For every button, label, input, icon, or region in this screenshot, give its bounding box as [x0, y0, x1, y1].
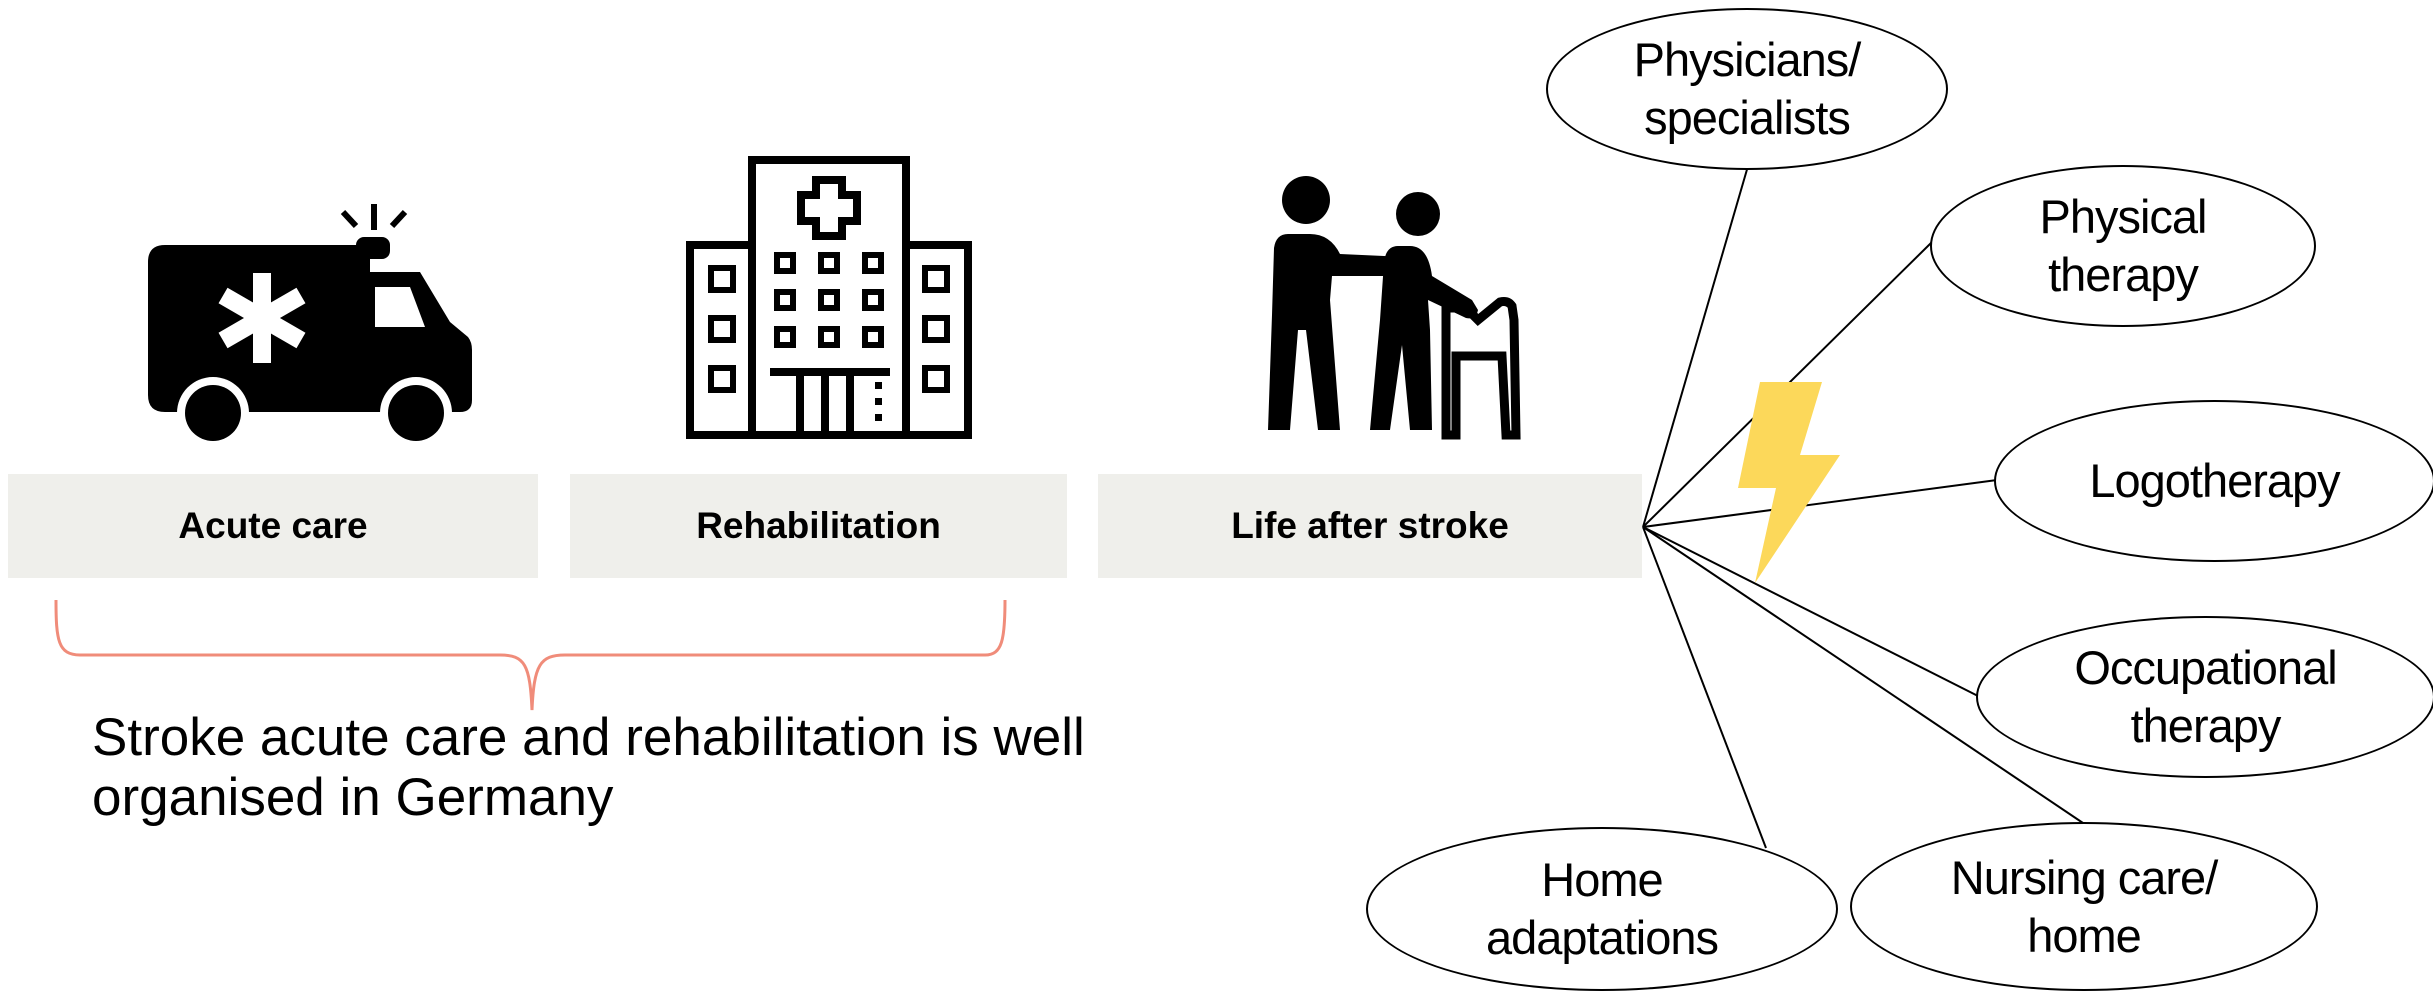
connector-lines: [1642, 165, 2084, 849]
connector-nursing-care: [1642, 526, 2084, 824]
connector-occupational-therapy: [1642, 526, 1979, 697]
connector-physicians: [1642, 165, 1749, 528]
connector-logotherapy: [1642, 479, 1998, 528]
service-occupational-therapy: Occupational therapy: [1976, 616, 2433, 778]
service-physicians-label: Physicians/ specialists: [1633, 33, 1862, 144]
stage-life-after-stroke: Life after stroke: [1098, 474, 1642, 578]
hospital-icon: [686, 156, 972, 439]
service-home-adaptations-label: Home adaptations: [1485, 853, 1719, 964]
curly-brace: [54, 599, 1007, 711]
service-logotherapy-label: Logotherapy: [2089, 454, 2340, 507]
service-home-adaptations: Home adaptations: [1366, 827, 1838, 991]
service-occupational-therapy-label: Occupational therapy: [2074, 641, 2337, 752]
walker-assistance-icon: [1268, 176, 1521, 440]
service-physical-therapy-label: Physical therapy: [2039, 190, 2207, 301]
stage-life-after-stroke-label: Life after stroke: [1231, 505, 1509, 546]
stage-rehabilitation: Rehabilitation: [570, 474, 1067, 578]
lightning-icon: [1738, 382, 1840, 583]
stage-acute-care-label: Acute care: [178, 505, 368, 546]
stage-acute-care: Acute care: [8, 474, 538, 578]
service-physical-therapy: Physical therapy: [1930, 165, 2316, 327]
connector-home-adaptations: [1642, 526, 1767, 849]
service-logotherapy: Logotherapy: [1994, 400, 2433, 562]
service-nursing-care-label: Nursing care/ home: [1950, 850, 2218, 962]
service-nursing-care: Nursing care/ home: [1850, 822, 2318, 991]
service-physicians: Physicians/ specialists: [1546, 8, 1948, 170]
ambulance-icon: [148, 204, 472, 449]
stage-rehabilitation-label: Rehabilitation: [696, 505, 941, 546]
summary-text: Stroke acute care and rehabilitation is …: [92, 708, 1085, 827]
